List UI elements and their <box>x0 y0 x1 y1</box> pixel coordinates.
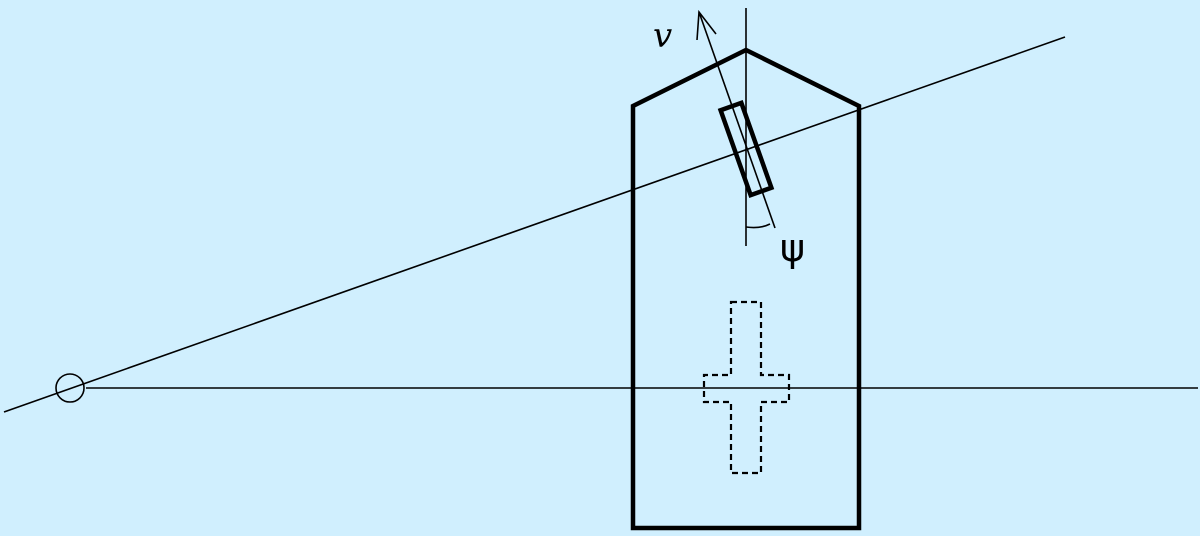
velocity-vector-line <box>698 11 776 229</box>
steering-angle-label: ψ <box>780 226 805 270</box>
steering-angle-arc <box>745 223 771 229</box>
turning-radius-line <box>3 36 1066 413</box>
front-wheel <box>717 100 775 198</box>
velocity-label: v <box>653 16 672 56</box>
rear-axle-dashed-outline <box>702 300 791 475</box>
velocity-arrowhead <box>696 9 717 41</box>
turning-center-marker <box>55 373 85 403</box>
vehicle-body-outline <box>630 47 862 531</box>
